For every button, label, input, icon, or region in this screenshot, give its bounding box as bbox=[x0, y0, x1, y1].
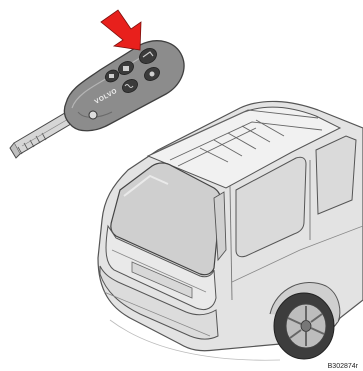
key-ring-hole bbox=[89, 111, 97, 119]
remote-key: VOLVO bbox=[10, 41, 184, 158]
rear-wheel bbox=[270, 282, 340, 359]
suv-rear-view bbox=[98, 101, 363, 360]
figure-reference-code: B302874r bbox=[328, 363, 359, 370]
press-arrow-icon bbox=[101, 10, 141, 50]
